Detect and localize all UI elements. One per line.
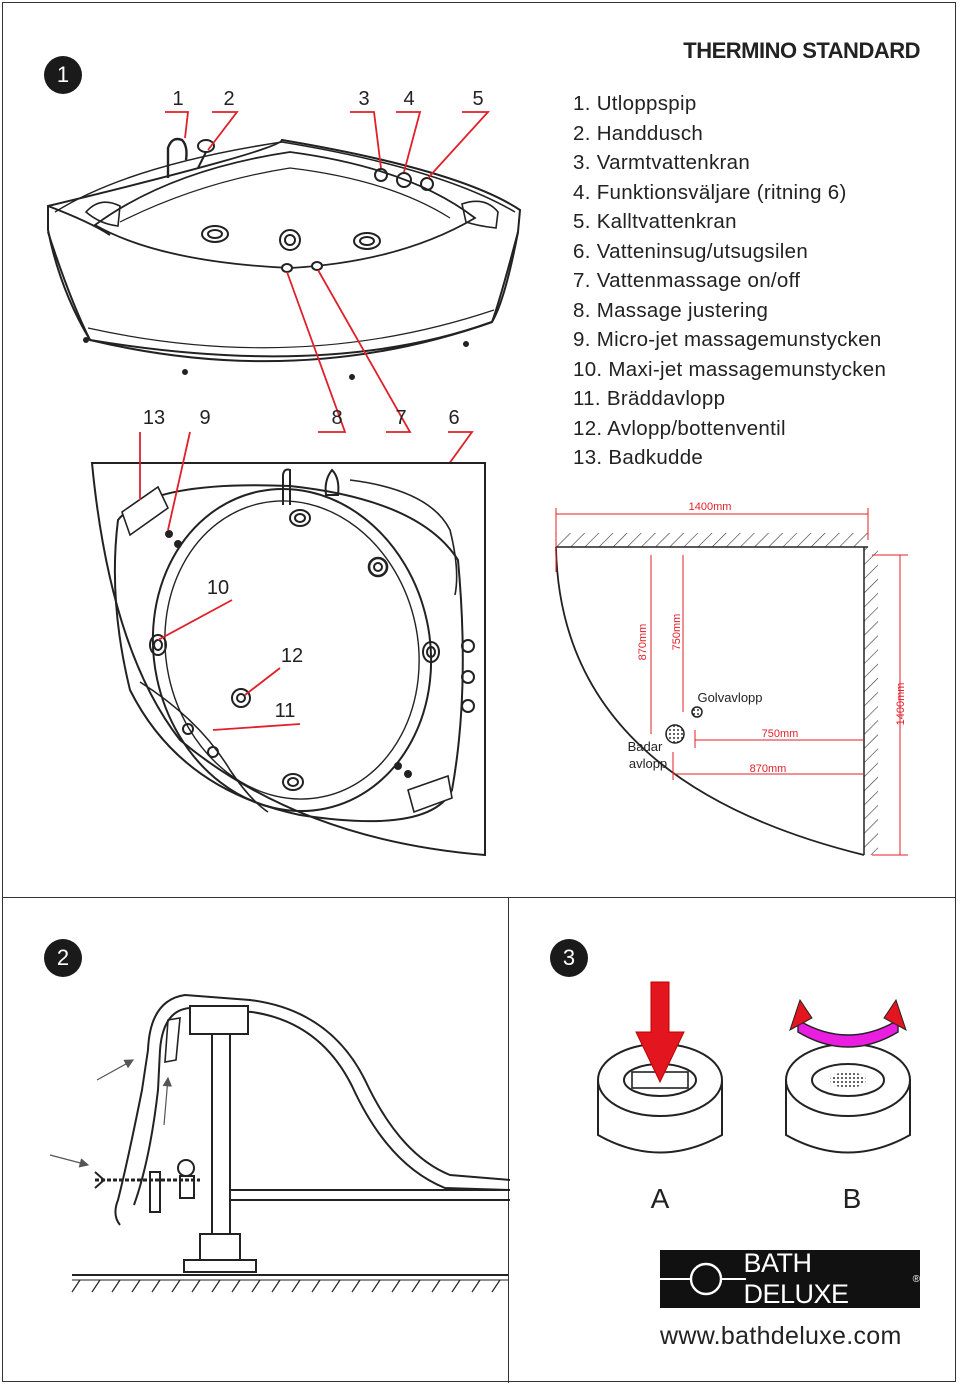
callout-2: 2 (223, 88, 234, 110)
brand-mark-icon (660, 1250, 746, 1308)
callout-7: 7 (395, 407, 406, 429)
legend-item: 11. Bräddavlopp (573, 387, 726, 410)
callout-lines-plan (139, 431, 301, 731)
callout-numbers-plan: 10 12 11 (207, 577, 303, 722)
legend-item: 4. Funktionsväljare (ritning 6) (573, 180, 847, 204)
legend-item: 5. Kalltvattenkran (573, 210, 737, 233)
callout-6: 6 (448, 407, 459, 429)
section-2-badge: 2 (44, 939, 82, 977)
horizontal-divider (2, 897, 956, 898)
tub-perspective-drawing (47, 137, 522, 380)
legend-item: 7. Vattenmassage on/off (573, 269, 801, 292)
section-3-badge: 3 (550, 939, 588, 977)
legend-item: 3. Varmtvattenkran (573, 151, 751, 174)
drain-cross-section-drawing (49, 993, 511, 1293)
callout-1: 1 (172, 88, 183, 110)
legend-item: 9. Micro-jet massagemunstycken (573, 328, 882, 351)
floor-drain-label: Golvavlopp (697, 690, 762, 705)
brand-logo: BATH DELUXE ® (660, 1248, 920, 1309)
dim-870-horizontal: 870mm (750, 763, 787, 775)
legend-item: 10. Maxi-jet massagemunstycken (573, 357, 887, 381)
tub-drain-label-1: Badar (628, 739, 663, 754)
callout-4: 4 (403, 88, 414, 110)
callout-12: 12 (281, 645, 303, 667)
legend-item: 13. Badkudde (573, 446, 704, 469)
tub-drain-label-2: avlopp (629, 756, 667, 771)
legend-item: 1. Utloppspip (573, 92, 697, 115)
dim-height-right: 1400mm (895, 683, 907, 726)
drain-valve-a (597, 981, 723, 1154)
dim-870-vertical: 870mm (637, 624, 649, 661)
dimension-labels: 1400mm 1400mm 870mm 750mm 750mm 870mm Go… (628, 501, 907, 775)
parts-legend: 1. Utloppspip 2. Handdusch 3. Varmtvatte… (573, 89, 886, 473)
callout-5: 5 (472, 88, 483, 110)
callout-9: 9 (199, 407, 210, 429)
legend-item: 12. Avlopp/bottenventil (573, 416, 786, 440)
label-b: B (843, 1183, 862, 1214)
brand-name: BATH DELUXE (743, 1248, 850, 1309)
callout-numbers-top: 1 2 3 4 5 13 9 8 7 6 (143, 88, 484, 429)
vertical-divider (508, 897, 509, 1383)
product-title: THERMINO STANDARD (683, 38, 920, 63)
label-a: A (651, 1183, 670, 1214)
legend-item: 2. Handdusch (573, 121, 704, 145)
brand-registered: ® (912, 1273, 920, 1285)
legend-item: 6. Vatteninsug/utsugsilen (573, 239, 809, 263)
callout-3: 3 (358, 88, 369, 110)
dim-width-top: 1400mm (689, 501, 732, 513)
installation-plan (555, 508, 908, 856)
website-link[interactable]: www.bathdeluxe.com (660, 1322, 902, 1350)
callout-11: 11 (275, 700, 296, 722)
tub-plan-drawing (90, 462, 486, 857)
callout-8: 8 (331, 407, 342, 429)
legend-item: 8. Massage justering (573, 298, 769, 322)
dim-750-horizontal: 750mm (762, 728, 799, 740)
callout-10: 10 (207, 577, 229, 599)
drain-valve-b (785, 998, 911, 1154)
dim-750-vertical: 750mm (671, 614, 683, 651)
callout-13: 13 (143, 407, 165, 429)
section-1-badge: 1 (44, 56, 82, 94)
